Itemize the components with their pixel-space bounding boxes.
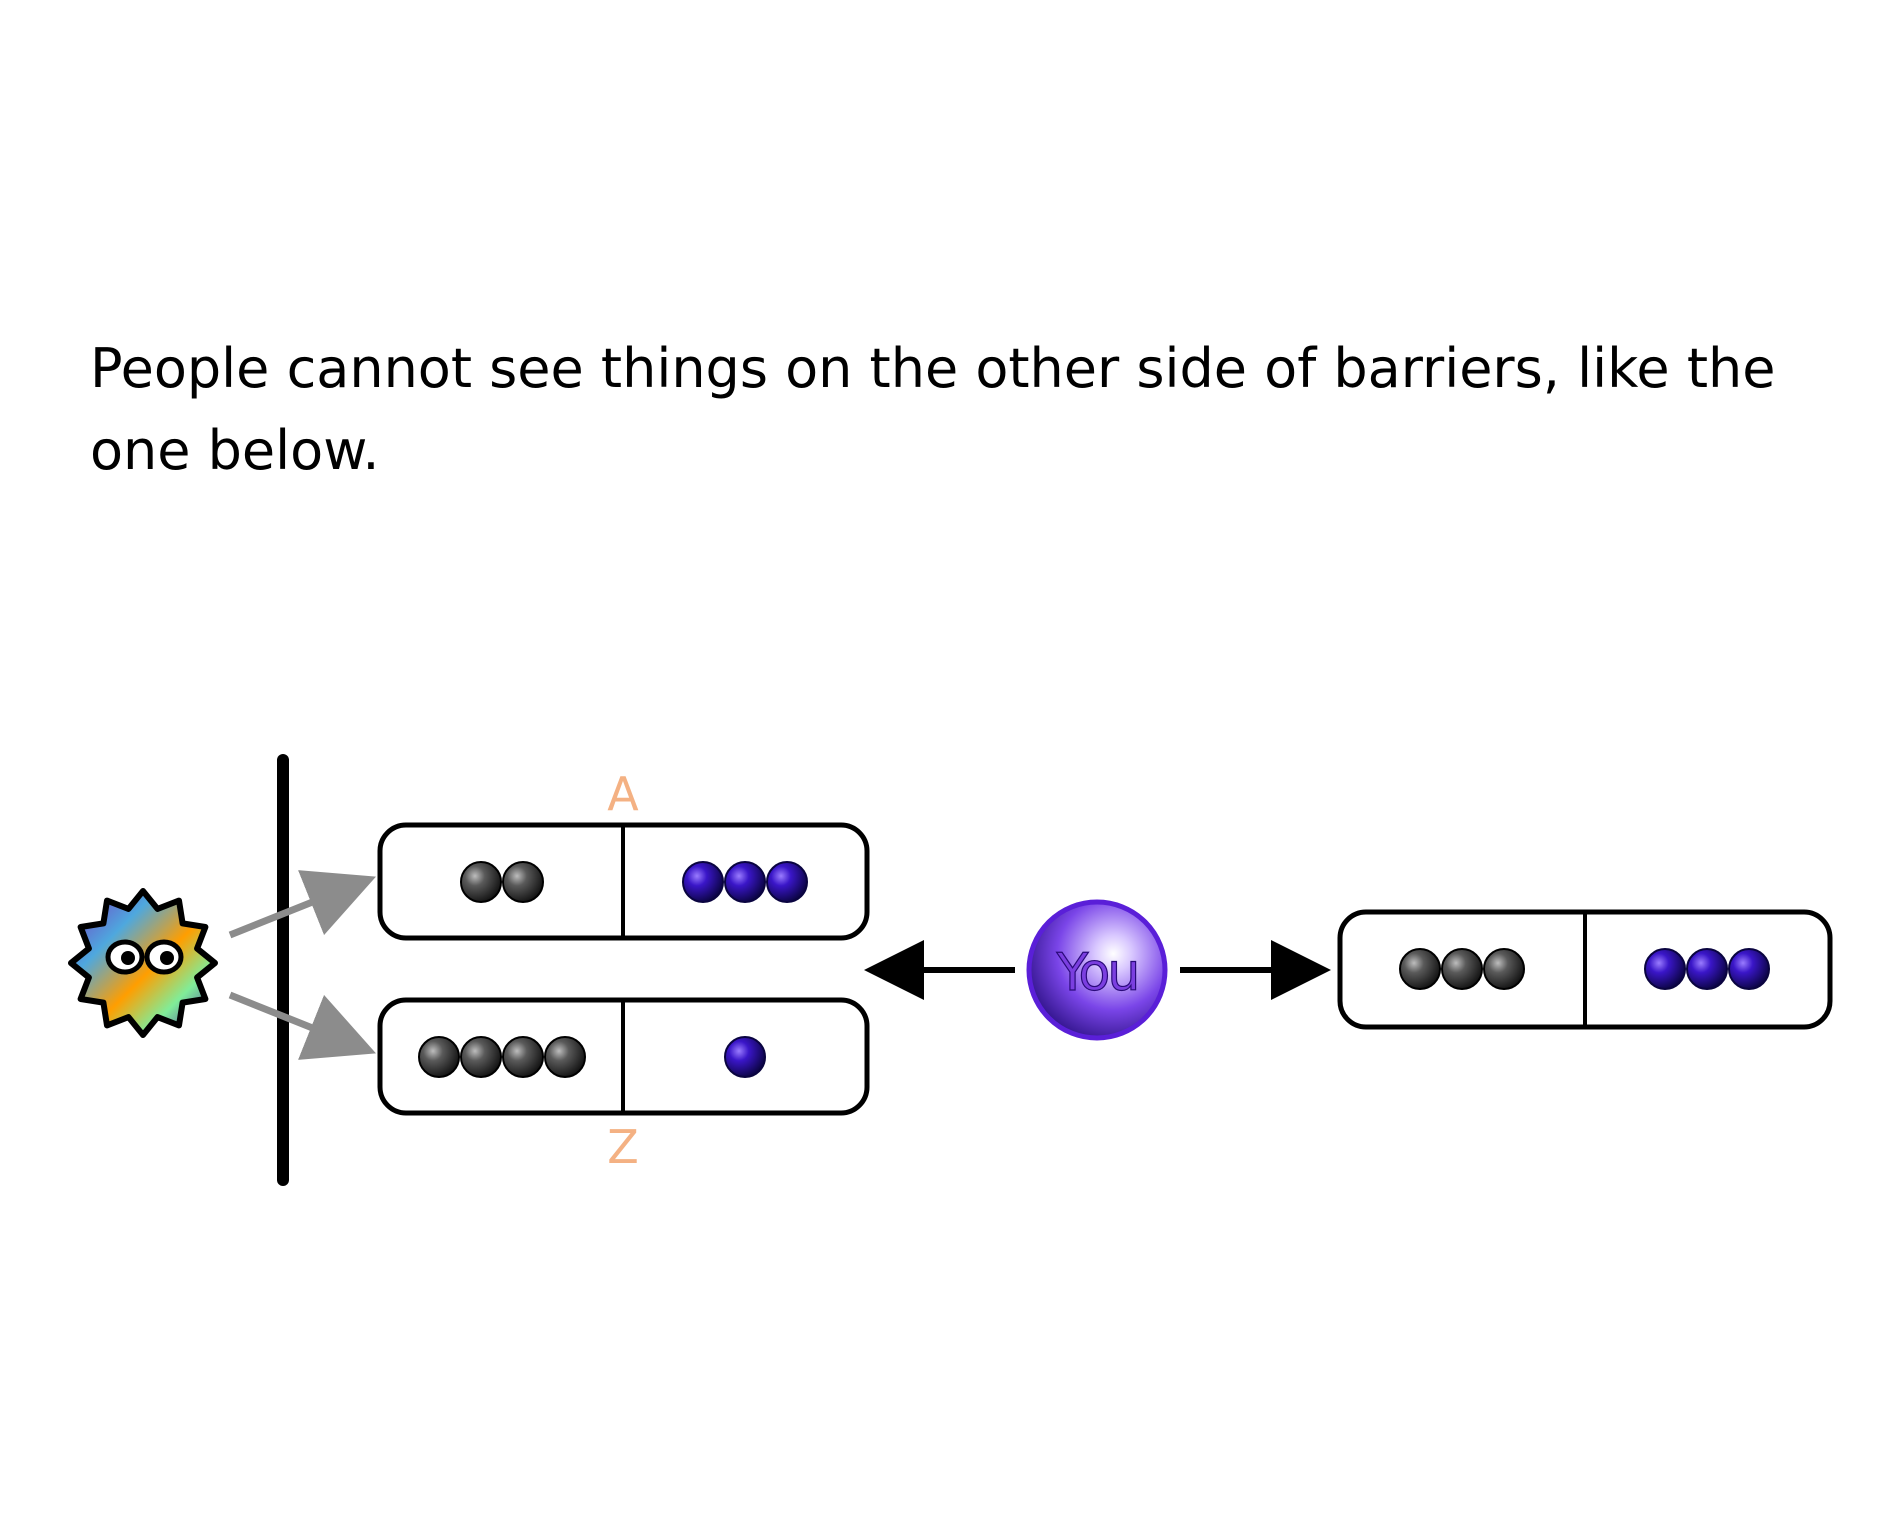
blue-marble (1686, 948, 1728, 990)
box-a-blue-marbles (682, 861, 808, 903)
dark-marble (502, 861, 544, 903)
box-right-blue-marbles (1644, 948, 1770, 990)
box-right (1337, 909, 1833, 1030)
dark-marble (1483, 948, 1525, 990)
box-z-label: Z (607, 1120, 639, 1174)
dark-marble (460, 1036, 502, 1078)
dark-marble (460, 861, 502, 903)
box-a-dark-marbles (460, 861, 544, 903)
box-z-dark-marbles (418, 1036, 586, 1078)
box-z: Z (377, 997, 870, 1174)
dark-marble (418, 1036, 460, 1078)
blue-marble (682, 861, 724, 903)
box-right-dark-marbles (1399, 948, 1525, 990)
dark-marble (1441, 948, 1483, 990)
dark-marble (1399, 948, 1441, 990)
blue-marble (766, 861, 808, 903)
creature-right-pupil (160, 951, 174, 965)
spiky-creature-icon (68, 888, 218, 1038)
you-label: You (1056, 943, 1138, 1003)
box-a: A (377, 767, 870, 941)
you-sphere-icon: You (1026, 899, 1168, 1041)
blue-marble (1728, 948, 1770, 990)
box-a-label: A (607, 767, 639, 821)
creature-left-pupil (121, 951, 135, 965)
instruction-text: People cannot see things on the other si… (90, 337, 1776, 482)
blue-marble (724, 1036, 766, 1078)
blue-marble (1644, 948, 1686, 990)
sight-arrow-down (228, 991, 376, 1060)
sight-arrow-up (228, 870, 376, 939)
dark-marble (544, 1036, 586, 1078)
dark-marble (502, 1036, 544, 1078)
box-z-blue-marbles (724, 1036, 766, 1078)
blue-marble (724, 861, 766, 903)
